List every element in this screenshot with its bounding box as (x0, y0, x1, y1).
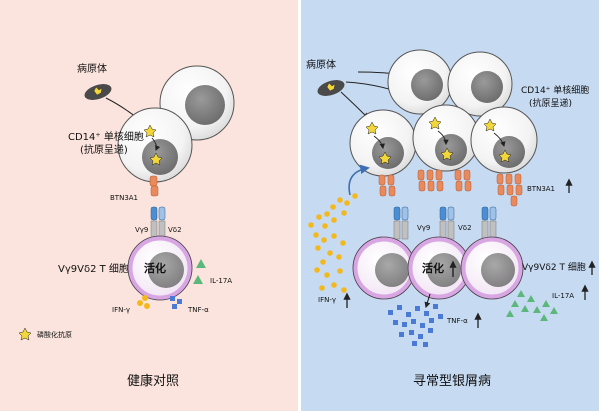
right-monocyte-sublabel: (抗原呈递) (529, 97, 572, 109)
right-ifng-label: IFN-γ (318, 296, 336, 304)
left-panel-title: 健康对照 (127, 373, 179, 389)
right-tnfa-label: TNF-α (446, 317, 468, 325)
right-t-cell-1 (352, 236, 416, 300)
right-btn3a1-receptors (378, 169, 523, 207)
legend-phosphoantigen-label: 磷酸化抗原 (37, 330, 72, 339)
right-panel-background (301, 0, 599, 411)
right-monocyte-front-3 (470, 106, 538, 174)
left-t-cell-label: Vγ9Vδ2 T 细胞 (58, 262, 129, 275)
right-vd2-label: Vδ2 (458, 224, 472, 232)
left-btn3a1-label: BTN3A1 (110, 194, 138, 202)
left-monocyte-sublabel: (抗原呈递) (80, 143, 128, 156)
left-ifng-label: IFN-γ (112, 306, 130, 314)
left-ifng-particles (137, 295, 150, 309)
phosphoantigen-icon (143, 124, 157, 138)
phosphoantigen-icon (378, 151, 392, 165)
right-t-cell-down-arrow (424, 293, 431, 309)
left-il17-label: IL-17A (210, 277, 232, 285)
panel-divider (298, 0, 301, 411)
right-t-cell-label: Vγ9Vδ2 T 细胞 (522, 261, 586, 273)
phosphoantigen-icon (428, 116, 442, 130)
left-tnfa-particles (170, 296, 182, 309)
left-vg9-label: Vγ9 (135, 226, 148, 234)
right-pathogen-icon (317, 80, 345, 96)
phosphoantigen-icon (149, 152, 163, 166)
phosphoantigen-icon (365, 121, 379, 135)
left-monocyte-label: CD14⁺ 单核细胞 (68, 130, 144, 143)
left-activation-label: 活化 (144, 261, 166, 275)
left-tcr (150, 206, 166, 239)
right-monocyte-front-1 (349, 109, 417, 177)
right-vg9-label: Vγ9 (417, 224, 430, 232)
left-panel: 病原体 CD14⁺ 单核细胞 (抗原呈递) BTN3A1 (18, 62, 235, 389)
right-ifng-particles (308, 193, 358, 293)
right-il17-label: IL-17A (552, 292, 574, 300)
left-panel-background (0, 0, 298, 411)
left-tnfa-label: TNF-α (187, 306, 209, 314)
right-activation-label: 活化 (422, 261, 444, 275)
right-monocyte-front-2 (412, 104, 480, 172)
right-panel-title: 寻常型银屑病 (413, 374, 491, 389)
right-btn3a1-label: BTN3A1 (527, 185, 555, 193)
right-il17-particles (506, 290, 558, 321)
left-pathogen-label: 病原体 (77, 62, 107, 75)
right-t-cell-3 (460, 236, 524, 300)
legend-phosphoantigen-icon (18, 327, 32, 341)
phosphoantigen-icon (498, 149, 512, 163)
left-monocyte-front (117, 107, 193, 183)
left-vd2-label: Vδ2 (168, 226, 182, 234)
phosphoantigen-icon (483, 118, 497, 132)
right-feedback-curve (348, 164, 370, 196)
right-monocyte-back-2 (447, 51, 513, 117)
left-btn3a1-receptor (149, 175, 159, 197)
right-tnfa-particles (388, 304, 443, 347)
left-pathogen-icon (84, 84, 112, 100)
right-monocyte-back-1 (387, 49, 453, 115)
phosphoantigen-icon (440, 147, 454, 161)
right-pathogen-label: 病原体 (306, 58, 336, 71)
right-panel: 病原体 (306, 49, 596, 389)
left-il17-particles (193, 259, 206, 284)
right-monocyte-label: CD14⁺ 单核细胞 (521, 84, 589, 96)
left-t-cell (127, 235, 193, 301)
